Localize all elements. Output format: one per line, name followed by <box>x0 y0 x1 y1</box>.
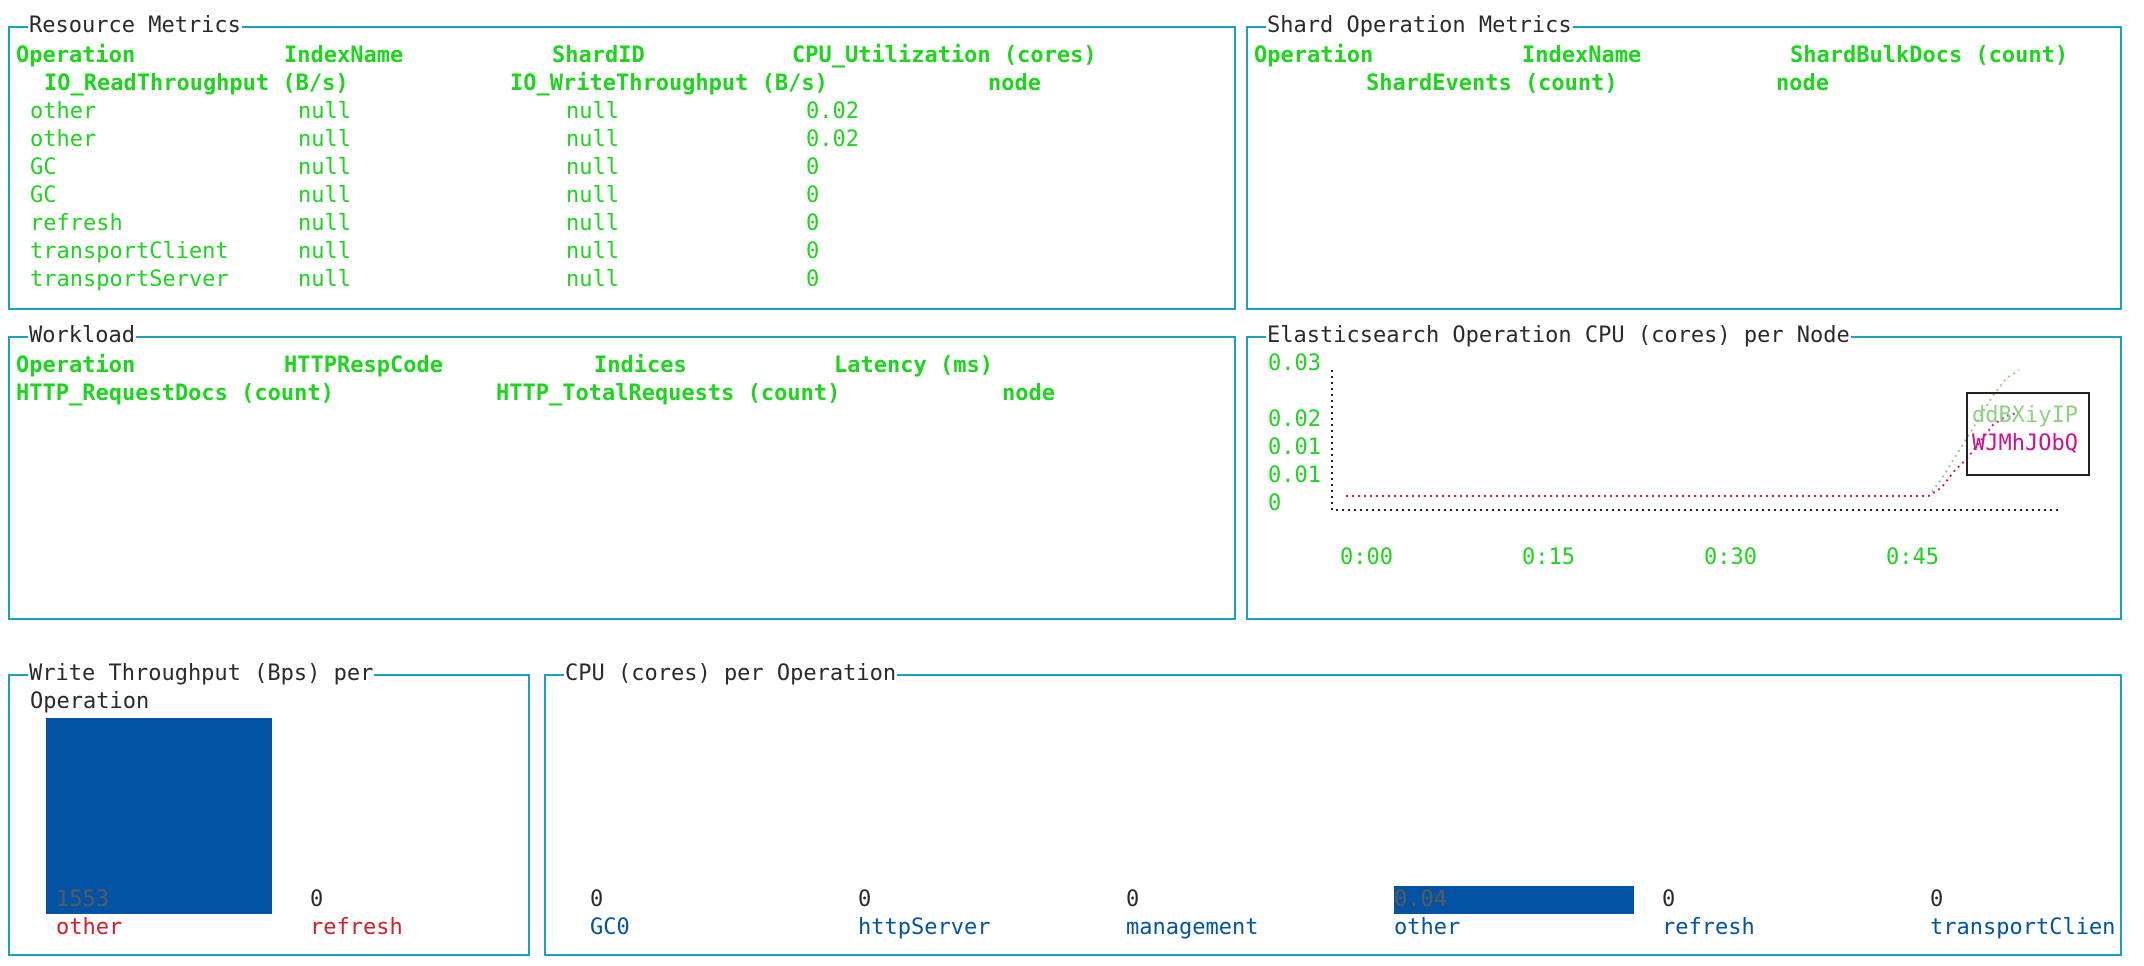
bar-category-label: transportClien <box>1930 915 2116 940</box>
row-indexname[interactable]: null <box>298 239 351 264</box>
bar-other[interactable] <box>1394 886 1634 914</box>
bar-value-label: 0 <box>310 887 324 912</box>
col-header-httprespcode[interactable]: HTTPRespCode <box>284 353 443 378</box>
col-header-node[interactable]: node <box>1776 71 1829 96</box>
chart-axes <box>1331 370 2062 511</box>
legend-item-ddbxiyip: ddBXiyIP <box>1972 403 2078 428</box>
col-header-node[interactable]: node <box>988 71 1041 96</box>
row-indexname[interactable]: null <box>298 155 351 180</box>
write-throughput-panel: Write Throughput (Bps) per Operation 155… <box>8 660 530 956</box>
workload-title: Workload <box>28 322 136 350</box>
bar-category-label: other <box>1394 915 1461 940</box>
bar-value-label: 0 <box>1930 887 1944 912</box>
row-cpu[interactable]: 0 <box>806 183 820 208</box>
row-shardid[interactable]: null <box>566 127 619 152</box>
y-tick-label: 0.01 <box>1268 463 1321 488</box>
row-indexname[interactable]: null <box>298 183 351 208</box>
row-cpu[interactable]: 0 <box>806 155 820 180</box>
bar-value-label: 0 <box>1662 887 1676 912</box>
col-header-indexname[interactable]: IndexName <box>284 43 404 68</box>
row-cpu[interactable]: 0 <box>806 239 820 264</box>
shard-operation-metrics-panel: Shard Operation Metrics Operation IndexN… <box>1246 12 2122 310</box>
legend-item-wjmhjobq: WJMhJObQ <box>1972 431 2078 456</box>
row-operation[interactable]: transportClient <box>30 239 229 264</box>
resource-metrics-title: Resource Metrics <box>28 12 242 40</box>
row-shardid[interactable]: null <box>566 183 619 208</box>
bar-value-label: 0 <box>858 887 872 912</box>
row-cpu[interactable]: 0.02 <box>806 99 859 124</box>
col-header-http-requestdocs[interactable]: HTTP_RequestDocs (count) <box>16 381 334 406</box>
x-tick-label: 0:30 <box>1704 545 1757 570</box>
col-header-node[interactable]: node <box>1002 381 1055 406</box>
write-throughput-title-line2: Operation <box>30 689 150 714</box>
series-line-ddbxiyip <box>1346 369 2020 497</box>
bar-other[interactable] <box>46 718 272 914</box>
row-operation[interactable]: refresh <box>30 211 123 236</box>
col-header-cpu-utilization[interactable]: CPU_Utilization (cores) <box>792 43 1097 68</box>
row-cpu[interactable]: 0.02 <box>806 127 859 152</box>
chart-legend: ddBXiyIP WJMhJObQ <box>1966 392 2090 476</box>
col-header-operation[interactable]: Operation <box>16 353 136 378</box>
cpu-per-operation-title: CPU (cores) per Operation <box>564 660 898 688</box>
col-header-shardid[interactable]: ShardID <box>552 43 645 68</box>
col-header-indexname[interactable]: IndexName <box>1522 43 1642 68</box>
col-header-operation[interactable]: Operation <box>1254 43 1374 68</box>
row-cpu[interactable]: 0 <box>806 211 820 236</box>
bar-category-label: refresh <box>310 915 403 940</box>
row-indexname[interactable]: null <box>298 127 351 152</box>
col-header-operation[interactable]: Operation <box>16 43 136 68</box>
shard-operation-metrics-title: Shard Operation Metrics <box>1266 12 1573 40</box>
bar-category-label: management <box>1126 915 1259 940</box>
row-operation[interactable]: transportServer <box>30 267 229 292</box>
y-tick-label: 0.01 <box>1268 435 1321 460</box>
bar-value-label: 0 <box>1126 887 1140 912</box>
row-operation[interactable]: other <box>30 99 97 124</box>
col-header-latency[interactable]: Latency (ms) <box>834 353 993 378</box>
col-header-shardbulkdocs[interactable]: ShardBulkDocs (count) <box>1790 43 2069 68</box>
row-operation[interactable]: GC <box>30 183 57 208</box>
row-cpu[interactable]: 0 <box>806 267 820 292</box>
row-shardid[interactable]: null <box>566 211 619 236</box>
col-header-shardevents[interactable]: ShardEvents (count) <box>1366 71 1618 96</box>
col-header-indices[interactable]: Indices <box>594 353 687 378</box>
row-indexname[interactable]: null <box>298 211 351 236</box>
row-operation[interactable]: GC <box>30 155 57 180</box>
x-tick-label: 0:00 <box>1340 545 1393 570</box>
bar-value-label: 0 <box>590 887 604 912</box>
y-tick-label: 0.03 <box>1268 351 1321 376</box>
row-shardid[interactable]: null <box>566 155 619 180</box>
row-shardid[interactable]: null <box>566 239 619 264</box>
bar-category-label: refresh <box>1662 915 1755 940</box>
workload-panel: Workload Operation HTTPRespCode Indices … <box>8 322 1236 620</box>
bar-category-label: GC0 <box>590 915 630 940</box>
row-shardid[interactable]: null <box>566 267 619 292</box>
bar-category-label: httpServer <box>858 915 991 940</box>
y-tick-label: 0.02 <box>1268 407 1321 432</box>
col-header-io-read[interactable]: IO_ReadThroughput (B/s) <box>44 71 349 96</box>
row-indexname[interactable]: null <box>298 267 351 292</box>
bar-value-label: 1553 <box>56 887 109 912</box>
row-indexname[interactable]: null <box>298 99 351 124</box>
resource-metrics-panel: Resource Metrics Operation IndexName Sha… <box>8 12 1236 310</box>
col-header-io-write[interactable]: IO_WriteThroughput (B/s) <box>510 71 828 96</box>
x-tick-label: 0:45 <box>1886 545 1939 570</box>
write-throughput-title: Write Throughput (Bps) per <box>28 660 375 688</box>
bar-category-label: other <box>56 915 123 940</box>
series-line-wjmhjobq <box>1346 411 2020 497</box>
col-header-http-totalrequests[interactable]: HTTP_TotalRequests (count) <box>496 381 841 406</box>
row-shardid[interactable]: null <box>566 99 619 124</box>
cpu-per-node-title: Elasticsearch Operation CPU (cores) per … <box>1266 322 1851 350</box>
x-tick-label: 0:15 <box>1522 545 1575 570</box>
cpu-per-node-panel: Elasticsearch Operation CPU (cores) per … <box>1246 322 2122 620</box>
y-tick-label: 0 <box>1268 491 1282 516</box>
bar-value-label: 0.04 <box>1394 887 1447 912</box>
cpu-line-chart <box>1331 369 2062 511</box>
row-operation[interactable]: other <box>30 127 97 152</box>
